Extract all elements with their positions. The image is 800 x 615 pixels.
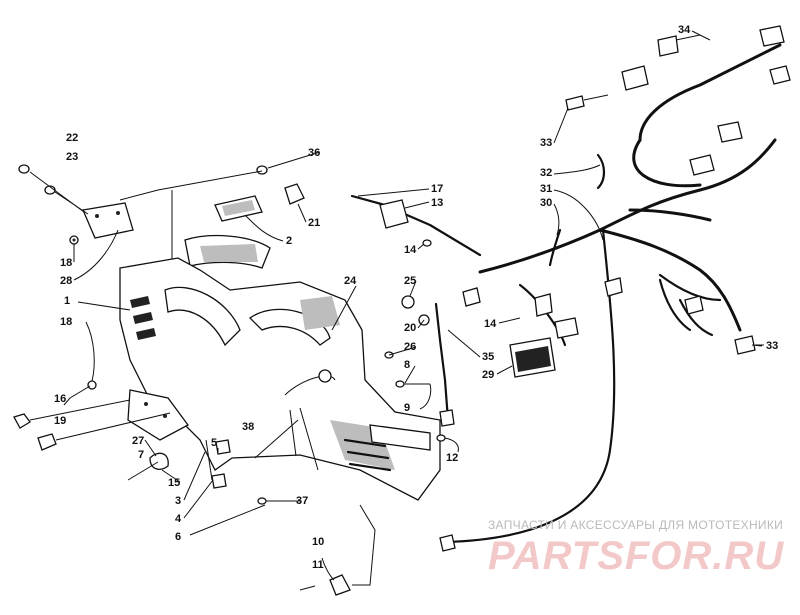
callout-9: 9 [404,402,410,414]
callout-24: 24 [344,275,357,287]
console-housing [119,257,446,501]
callout-20: 20 [404,322,416,334]
callout-6: 6 [175,531,181,543]
callout-37: 37 [296,495,308,507]
middle-connectors [350,194,482,427]
callout-21: 21 [308,217,320,229]
lower-switch [299,504,376,596]
callout-3: 3 [175,495,181,507]
callout-38: 38 [242,421,254,433]
callout-31: 31 [540,183,552,195]
callout-15: 15 [168,477,180,489]
callout-36: 36 [308,147,320,159]
callout-18b: 18 [60,316,72,328]
callout-13: 13 [431,197,443,209]
callout-4: 4 [175,513,182,525]
callout-labels: 1 2 3 4 5 6 7 8 9 10 11 12 13 14 14 15 1… [54,24,778,571]
callout-14b: 14 [484,318,497,330]
callout-33a: 33 [540,137,552,149]
callout-19: 19 [54,415,66,427]
callout-23: 23 [66,151,78,163]
bracket-assembly-upper-left [18,164,134,245]
callout-1: 1 [64,295,70,307]
callout-30: 30 [540,197,552,209]
callout-10: 10 [312,536,324,548]
callout-29: 29 [482,369,494,381]
callout-28: 28 [60,275,72,287]
callout-12: 12 [446,452,458,464]
callout-5: 5 [211,437,217,449]
wiring-harness [439,25,791,552]
callout-25: 25 [404,275,416,287]
callout-33b: 33 [766,340,778,352]
callout-34: 34 [678,24,691,36]
callout-8: 8 [404,359,410,371]
callout-11: 11 [312,559,324,571]
callout-22: 22 [66,132,78,144]
callout-7: 7 [138,449,144,461]
leader-lines [63,30,763,581]
callout-17: 17 [431,183,443,195]
callout-35: 35 [482,351,494,363]
upper-cover-panel [119,165,305,290]
callout-16: 16 [54,393,66,405]
bottom-fasteners [189,497,300,536]
callout-32: 32 [540,167,552,179]
callout-18a: 18 [60,257,72,269]
lower-left-hardware [13,380,231,489]
callout-14a: 14 [404,244,417,256]
callout-2: 2 [286,235,292,247]
callout-27: 27 [132,435,144,447]
